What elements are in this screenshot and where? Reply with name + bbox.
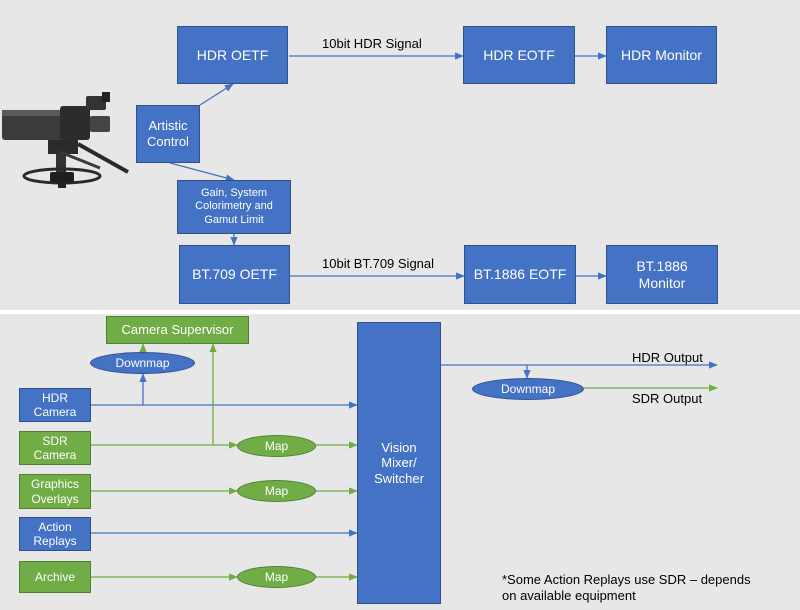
sdr-camera-box: SDR Camera xyxy=(19,431,91,465)
vision-mixer-box: Vision Mixer/ Switcher xyxy=(357,322,441,604)
gain-colorimetry-box: Gain, System Colorimetry and Gamut Limit xyxy=(177,180,291,234)
panel-divider xyxy=(0,310,800,314)
artistic-control-box: Artistic Control xyxy=(136,105,200,163)
hdr-eotf-box: HDR EOTF xyxy=(463,26,575,84)
map-oval-1: Map xyxy=(237,435,316,457)
archive-box: Archive xyxy=(19,561,91,593)
hdr-oetf-box: HDR OETF xyxy=(177,26,288,84)
bt1886-monitor-box: BT.1886 Monitor xyxy=(606,245,718,304)
hdr-monitor-box: HDR Monitor xyxy=(606,26,717,84)
footnote: *Some Action Replays use SDR – depends o… xyxy=(502,572,751,604)
camera-supervisor-box: Camera Supervisor xyxy=(106,316,249,344)
hdr-output-label: HDR Output xyxy=(632,350,703,365)
downmap-right-oval: Downmap xyxy=(472,378,584,400)
map-oval-2: Map xyxy=(237,480,316,502)
graphics-overlays-box: Graphics Overlays xyxy=(19,474,91,509)
hdr-camera-box: HDR Camera xyxy=(19,388,91,422)
broadcast-camera-icon xyxy=(2,92,129,188)
hdr-signal-label: 10bit HDR Signal xyxy=(322,36,422,51)
downmap-left-oval: Downmap xyxy=(90,352,195,374)
bt709-oetf-box: BT.709 OETF xyxy=(179,245,290,304)
control-to-hdr-oetf-arrow xyxy=(199,83,234,106)
bt1886-eotf-box: BT.1886 EOTF xyxy=(464,245,576,304)
sdr-output-label: SDR Output xyxy=(632,391,703,406)
control-to-gain-arrow xyxy=(169,162,235,182)
map-oval-3: Map xyxy=(237,566,316,588)
action-replays-box: Action Replays xyxy=(19,517,91,551)
bt709-signal-label: 10bit BT.709 Signal xyxy=(322,256,435,271)
